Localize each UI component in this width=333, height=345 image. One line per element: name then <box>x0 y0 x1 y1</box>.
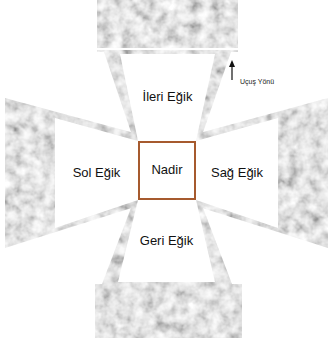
view-label: Sağ Eğik <box>211 166 263 181</box>
view-label: Sol Eğik <box>73 166 121 181</box>
right-oblique: Sağ Eğik <box>196 118 278 228</box>
nadir-box: Nadir <box>138 141 196 200</box>
view-label: Nadir <box>151 163 182 178</box>
direction-label: Uçuş Yönü <box>240 78 274 85</box>
backward-oblique: Geri Eğik <box>118 200 215 282</box>
flight-direction-arrow <box>229 60 235 80</box>
view-label: Geri Eğik <box>140 234 193 249</box>
view-label: İleri Eğik <box>143 90 193 105</box>
forward-oblique: İleri Eğik <box>120 54 215 141</box>
left-oblique: Sol Eğik <box>55 118 138 228</box>
